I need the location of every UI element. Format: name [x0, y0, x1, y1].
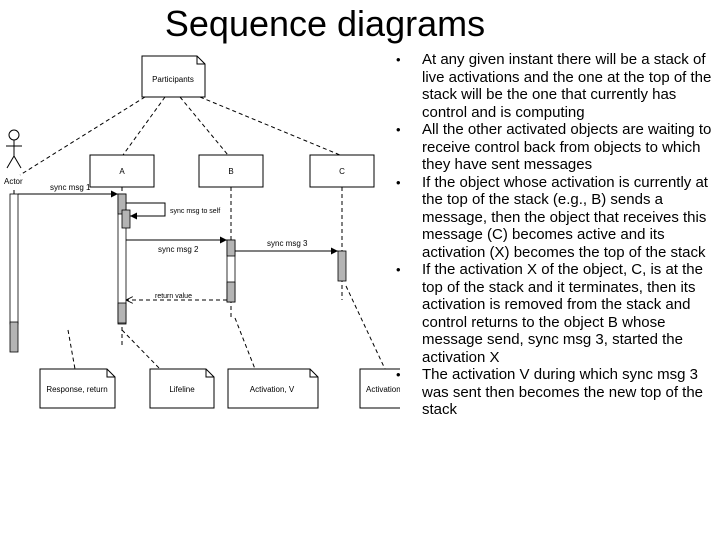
object-b-label: B — [228, 167, 233, 176]
activation-a-bottom — [117, 302, 127, 324]
object-box-a: A — [89, 154, 155, 188]
sequence-diagram: Participants Actor A B C — [4, 55, 400, 409]
activation-x — [337, 250, 347, 282]
note-response-return-label: Response, return — [46, 385, 107, 394]
msg-sync2-label: sync msg 2 — [158, 245, 199, 254]
bullet-item: All the other activated objects are wait… — [392, 121, 714, 174]
note-activation-x: Activation, X — [359, 368, 400, 409]
slide-title: Sequence diagrams — [164, 3, 486, 44]
object-c-label: C — [339, 167, 345, 176]
bottom-note-links — [67, 285, 386, 370]
note-lifeline: Lifeline — [149, 368, 215, 409]
msg-sync3-label: sync msg 3 — [267, 239, 308, 248]
bullet-item: If the object whose activation is curren… — [392, 174, 714, 262]
messages — [18, 190, 338, 300]
bullet-item: If the activation X of the object, C, is… — [392, 261, 714, 366]
participants-note-label: Participants — [152, 75, 194, 84]
bullet-list: At any given instant there will be a sta… — [392, 51, 714, 419]
actor-label: Actor — [4, 177, 23, 186]
object-box-b: B — [198, 154, 264, 188]
msg-self-label: sync msg to self — [170, 208, 220, 215]
note-activation-v: Activation, V — [227, 368, 319, 409]
actor-figure — [6, 129, 22, 169]
activation-a-self — [121, 209, 131, 229]
bullet-item: The activation V during which sync msg 3… — [392, 366, 714, 419]
bullet-item: At any given instant there will be a sta… — [392, 51, 714, 121]
object-a-label: A — [119, 167, 125, 176]
note-activation-v-label: Activation, V — [250, 385, 295, 394]
participants-note: Participants — [141, 55, 206, 98]
note-response-return: Response, return — [39, 368, 116, 409]
note-activation-x-label: Activation, X — [366, 385, 400, 394]
actor-activation — [9, 193, 19, 325]
activation-v-bottom — [226, 281, 236, 303]
participants-links — [19, 96, 341, 176]
msg-return-label: return value — [155, 293, 192, 300]
actor-activation-tail — [9, 321, 19, 353]
msg-sync1-label: sync msg 1 — [50, 183, 91, 192]
note-lifeline-label: Lifeline — [169, 385, 195, 394]
object-box-c: C — [309, 154, 375, 188]
activation-v-top — [226, 239, 236, 257]
activations — [9, 193, 347, 353]
